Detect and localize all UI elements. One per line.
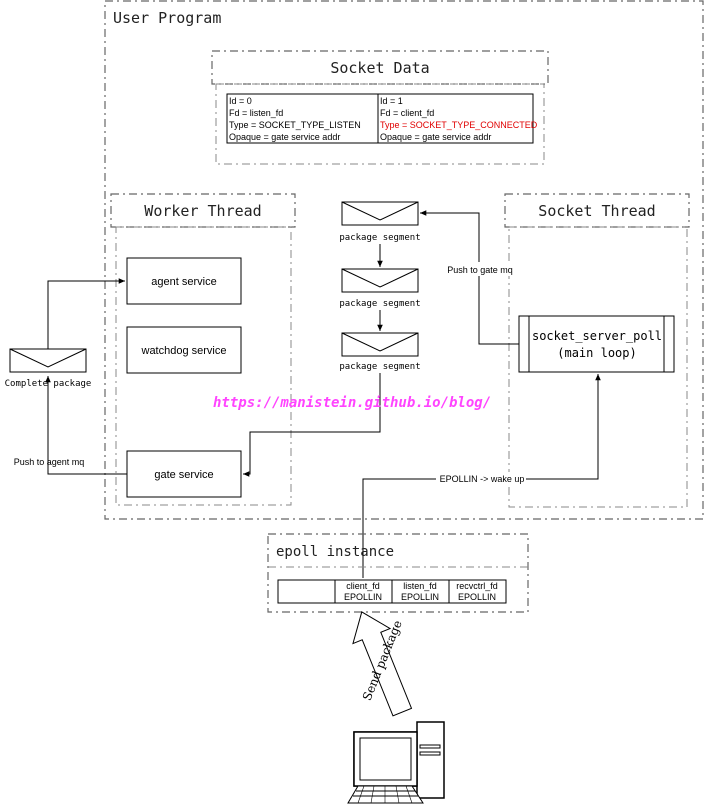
- epoll-cell-1-fd: client_fd: [346, 581, 380, 591]
- worker-thread-title: Worker Thread: [144, 202, 261, 220]
- segment-envelope-1: [341, 201, 419, 226]
- epoll-cell-3-event: EPOLLIN: [458, 592, 496, 602]
- watchdog-service-label: watchdog service: [141, 345, 227, 357]
- socket-thread-header: [504, 193, 690, 228]
- agent-service-label: agent service: [151, 276, 216, 288]
- gate-service-box: [126, 450, 242, 498]
- epoll-cell-2-event: EPOLLIN: [401, 592, 439, 602]
- socket-left-line-4: Opaque = gate service addr: [229, 132, 340, 142]
- epollin-wake-label: EPOLLIN -> wake up: [440, 474, 525, 484]
- arrow-complete-to-agent: [47, 278, 125, 349]
- arrow-gate-to-complete: [45, 376, 127, 475]
- worker-thread-header: [110, 193, 296, 228]
- arrow-poll-to-seg1: [420, 210, 519, 345]
- socket-data-table: Id = 0 Fd = listen_fd Type = SOCKET_TYPE…: [226, 93, 538, 144]
- socket-right-line-1: Id = 1: [380, 96, 403, 106]
- worker-thread-body: [115, 226, 292, 506]
- socket-left-line-3: Type = SOCKET_TYPE_LISTEN: [229, 120, 361, 130]
- epoll-instance-title: epoll instance: [276, 544, 394, 560]
- gate-service-label: gate service: [154, 469, 213, 481]
- user-program-title: User Program: [113, 9, 221, 27]
- segment-label-2: package segment: [339, 299, 420, 309]
- epoll-cell-1-event: EPOLLIN: [344, 592, 382, 602]
- arrow-seg3-to-gate: [243, 373, 381, 477]
- socket-left-line-2: Fd = listen_fd: [229, 108, 283, 118]
- socket-data-body: [215, 83, 545, 165]
- push-agent-label: Push to agent mq: [14, 457, 85, 467]
- segment-label-3: package segment: [339, 362, 420, 372]
- socket-right-line-3: Type = SOCKET_TYPE_CONNECTED: [380, 120, 538, 130]
- socket-right-line-2: Fd = client_fd: [380, 108, 434, 118]
- socket-thread-title: Socket Thread: [538, 202, 655, 220]
- complete-package-envelope: [9, 348, 87, 373]
- watermark-url: https://manistein.github.io/blog/: [213, 395, 491, 411]
- socket-thread-body: [508, 226, 688, 508]
- push-gate-label: Push to gate mq: [447, 265, 513, 275]
- socket-right-line-4: Opaque = gate service addr: [380, 132, 491, 142]
- epoll-table: [277, 579, 507, 604]
- agent-service-box: [126, 257, 242, 305]
- segment-label-1: package segment: [339, 233, 420, 243]
- segment-envelope-3: [341, 332, 419, 357]
- watchdog-service-box: [126, 326, 242, 374]
- socket-server-poll-box: [518, 315, 675, 373]
- socket-data-title: Socket Data: [330, 59, 429, 77]
- socket-left-line-1: Id = 0: [229, 96, 252, 106]
- epoll-instance-box: [267, 533, 529, 613]
- segment-envelope-2: [341, 268, 419, 293]
- computer-icon: [347, 721, 445, 804]
- send-package-arrow: [352, 611, 413, 717]
- socket-server-poll-label: socket_server_poll: [532, 329, 662, 343]
- socket-data-header: [211, 50, 549, 85]
- epoll-cell-3-fd: recvctrl_fd: [456, 581, 498, 591]
- socket-server-poll-sublabel: (main loop): [557, 346, 636, 360]
- epoll-cell-2-fd: listen_fd: [403, 581, 437, 591]
